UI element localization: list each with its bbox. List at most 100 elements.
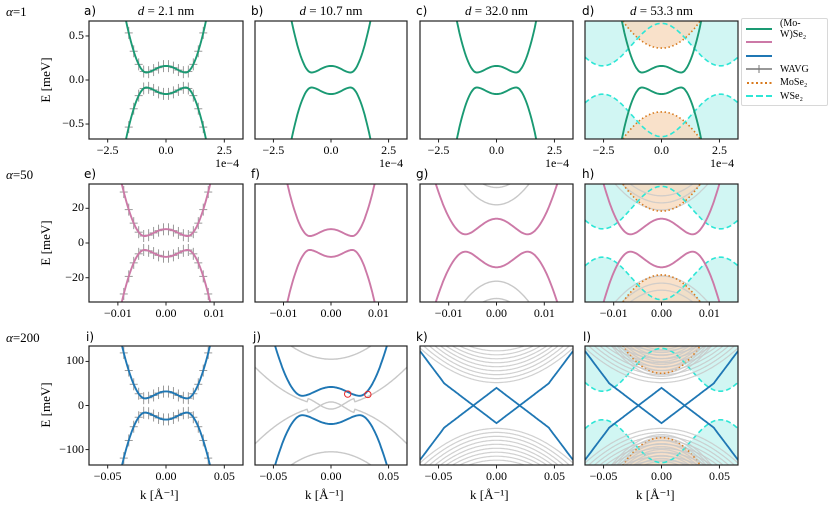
panel-label-h: h) — [582, 167, 595, 181]
column-title-d4: d = 53.3 nm — [630, 3, 693, 18]
tick-label: 0 — [78, 235, 84, 249]
tick-label: 0.01 — [698, 306, 720, 320]
column-title-d2: d = 10.7 nm — [299, 3, 363, 18]
tick-label: 0.00 — [320, 306, 342, 320]
tick-label: −100 — [59, 441, 84, 456]
legend-label: WSe₂ — [780, 90, 803, 102]
legend-item-wse2: WSe₂ — [746, 90, 823, 104]
dashed-line-swatch-icon — [746, 95, 772, 98]
tick-label: 0.00 — [155, 306, 177, 320]
tick-label: 2.5 — [216, 143, 232, 157]
tick-label: 0.00 — [651, 469, 672, 483]
panel-label-e: e) — [84, 167, 97, 181]
panel-label-f: f) — [251, 167, 260, 181]
tick-label: 0.00 — [486, 306, 507, 320]
panel-l — [584, 345, 739, 469]
solid-line-swatch-icon — [746, 41, 772, 44]
tick-label: −0.5 — [62, 116, 84, 131]
tick-label: 0.01 — [368, 306, 389, 320]
tick-label: 0.00 — [155, 469, 177, 483]
tick-label: −0.05 — [259, 469, 288, 483]
tick-label: 0.05 — [213, 469, 235, 483]
tick-label: 100 — [66, 353, 84, 368]
tick-label: −2.5 — [96, 143, 119, 157]
tick-label: −0.05 — [589, 469, 618, 483]
tick-label: −0.01 — [269, 306, 298, 320]
panel-label-l: l) — [583, 330, 592, 344]
tick-label: 2.5 — [546, 143, 562, 157]
row-label-alpha1: α=1 — [6, 4, 27, 19]
panel-h — [584, 183, 739, 306]
x-offset-c: 1e−4 — [545, 156, 570, 170]
legend-item-alpha50 — [746, 36, 823, 50]
panel-label-k: k) — [416, 330, 428, 344]
cross-marker-line-icon — [746, 65, 772, 74]
tick-label: −0.05 — [93, 469, 122, 483]
panel-label-d: d) — [582, 4, 595, 18]
panel-a — [85, 20, 244, 143]
tick-label: 0.00 — [651, 306, 672, 320]
tick-label: 0.0 — [323, 143, 339, 157]
tick-label: −0.05 — [424, 469, 453, 483]
tick-label: 0.5 — [69, 27, 84, 42]
legend-item-mowse2: (Mo-W)Se₂ — [746, 18, 823, 40]
panel-label-c: c) — [416, 4, 428, 18]
panel-d — [584, 20, 739, 143]
panel-label-a: a) — [84, 4, 97, 18]
tick-label: −2.5 — [427, 143, 450, 157]
x-axis-label-j: k [Å⁻¹] — [305, 487, 344, 502]
tick-label: 0.0 — [654, 143, 669, 157]
tick-label: 2.5 — [711, 143, 727, 157]
tick-label: −0.01 — [103, 306, 132, 320]
panel-c — [419, 20, 574, 143]
tick-label: 0.01 — [203, 306, 225, 320]
solid-line-swatch-icon — [746, 54, 772, 57]
tick-label: 0.05 — [378, 469, 400, 483]
row-label-alpha50: α=50 — [6, 167, 34, 182]
tick-label: −2.5 — [592, 143, 615, 157]
tick-label: −2.5 — [262, 143, 285, 157]
tick-label: 0.05 — [708, 469, 730, 483]
x-axis-label-k: k [Å⁻¹] — [470, 487, 509, 502]
panel-j — [254, 345, 408, 469]
panel-e — [85, 183, 244, 306]
panel-f — [254, 183, 408, 306]
tick-label: −0.01 — [434, 306, 463, 320]
x-offset-a: 1e−4 — [215, 156, 240, 170]
legend-label: WAVG — [780, 63, 809, 75]
panel-label-b: b) — [251, 4, 264, 18]
row-label-alpha200: α=200 — [6, 330, 40, 345]
tick-label: 20 — [72, 200, 84, 215]
column-title-d3: d = 32.0 nm — [465, 3, 528, 18]
red-circle-marker — [364, 390, 372, 399]
panel-label-j: j) — [253, 330, 262, 344]
x-offset-b: 1e−4 — [379, 156, 404, 170]
legend-item-alpha200 — [746, 49, 823, 63]
legend-label: (Mo-W)Se₂ — [780, 17, 807, 40]
red-circle-marker — [343, 390, 352, 398]
tick-label: 0.0 — [69, 72, 84, 86]
tick-label: 0 — [78, 397, 84, 412]
x-axis-label-i: k [Å⁻¹] — [140, 487, 179, 502]
tick-label: 0.01 — [533, 306, 555, 320]
dotted-line-swatch-icon — [747, 81, 772, 84]
panel-label-g: g) — [416, 167, 429, 181]
panel-b — [254, 20, 408, 143]
tick-label: −0.01 — [599, 306, 628, 320]
panel-label-i: i) — [86, 330, 95, 344]
tick-label: 0.05 — [543, 469, 565, 483]
column-title-d1: d = 2.1 nm — [137, 3, 195, 18]
solid-line-swatch-icon — [746, 27, 772, 30]
tick-label: 0.00 — [320, 469, 342, 483]
tick-label: −20 — [65, 269, 84, 284]
tick-label: 0.0 — [158, 143, 174, 157]
x-offset-d: 1e−4 — [710, 156, 735, 170]
tick-label: 2.5 — [381, 143, 397, 157]
legend-item-wavg: WAVG — [746, 63, 823, 77]
panel-i — [85, 345, 244, 469]
x-axis-label-l: k [Å⁻¹] — [636, 487, 675, 502]
tick-label: 0.00 — [486, 469, 507, 483]
legend-label: MoSe₂ — [780, 77, 808, 89]
tick-label: 0.0 — [489, 143, 504, 157]
